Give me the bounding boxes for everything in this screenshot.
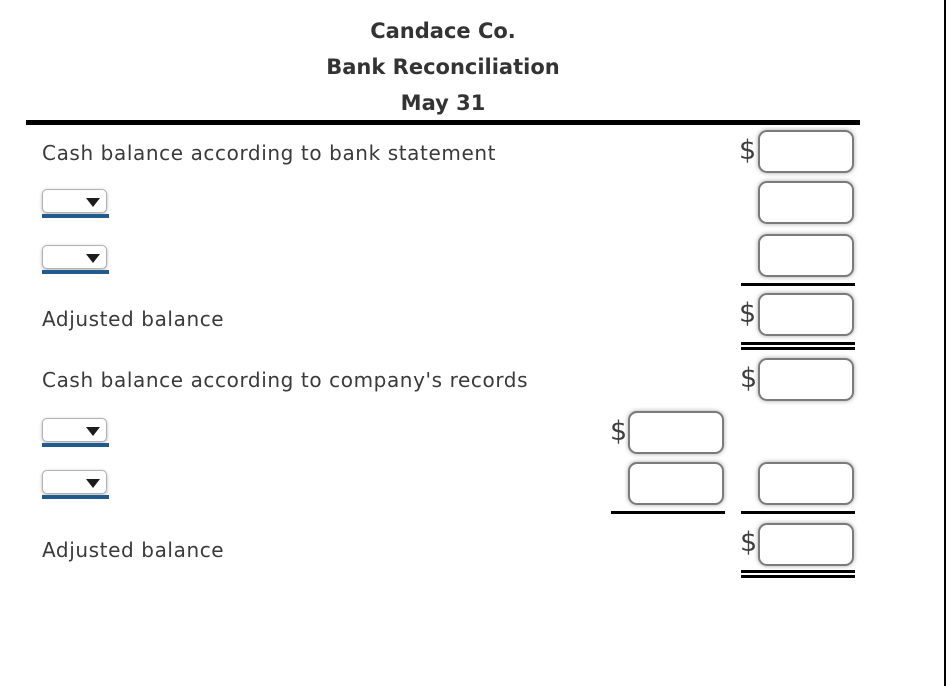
title-underline-rule — [26, 120, 860, 125]
bank-balance-amount-input[interactable] — [758, 130, 854, 173]
chevron-down-icon — [86, 198, 100, 207]
select-focus-underline — [42, 214, 109, 218]
bank-adjusted-balance-label: Adjusted balance — [42, 307, 225, 331]
bank-adjusted-balance-amount-input[interactable] — [758, 293, 854, 336]
company-balance-amount-input[interactable] — [758, 358, 854, 401]
select-focus-underline — [42, 270, 109, 274]
company-adjusted-balance-amount-input[interactable] — [758, 523, 854, 566]
company-adjustment-2-select[interactable] — [42, 470, 109, 499]
chevron-down-icon — [86, 254, 100, 263]
currency-symbol: $ — [739, 298, 757, 329]
chevron-down-icon — [86, 479, 100, 488]
bank-adjustment-1-select[interactable] — [42, 189, 109, 218]
chevron-down-icon — [86, 427, 100, 436]
company-adjustment-2-extension-input[interactable] — [758, 462, 854, 505]
select-focus-underline — [42, 495, 109, 499]
select-focus-underline — [42, 443, 109, 447]
report-name: Bank Reconciliation — [326, 55, 560, 79]
company-middle-column-subtotal-rule — [611, 511, 725, 514]
currency-symbol: $ — [740, 363, 758, 394]
currency-symbol: $ — [610, 416, 628, 447]
report-date: May 31 — [400, 91, 486, 115]
bank-balance-label: Cash balance according to bank statement — [42, 141, 497, 165]
company-subtotal-rule — [741, 511, 855, 514]
bank-adjustment-2-amount-input[interactable] — [758, 234, 854, 277]
bank-adjustment-2-select[interactable] — [42, 245, 109, 274]
company-adjustment-1-amount-input[interactable] — [628, 411, 724, 454]
company-adjustment-1-select[interactable] — [42, 418, 109, 447]
currency-symbol: $ — [740, 527, 758, 558]
currency-symbol: $ — [739, 135, 757, 166]
company-total-double-rule — [741, 570, 855, 578]
company-name: Candace Co. — [370, 19, 516, 43]
frame-right-border — [944, 0, 946, 686]
bank-adjustment-1-amount-input[interactable] — [758, 181, 854, 224]
company-adjustment-2-amount-input[interactable] — [628, 462, 724, 505]
worksheet-title: Candace Co. Bank Reconciliation May 31 — [26, 13, 860, 121]
company-adjusted-balance-label: Adjusted balance — [42, 538, 225, 562]
bank-total-double-rule — [741, 342, 855, 350]
bank-subtotal-rule — [741, 283, 855, 286]
company-balance-label: Cash balance according to company's reco… — [42, 368, 529, 392]
